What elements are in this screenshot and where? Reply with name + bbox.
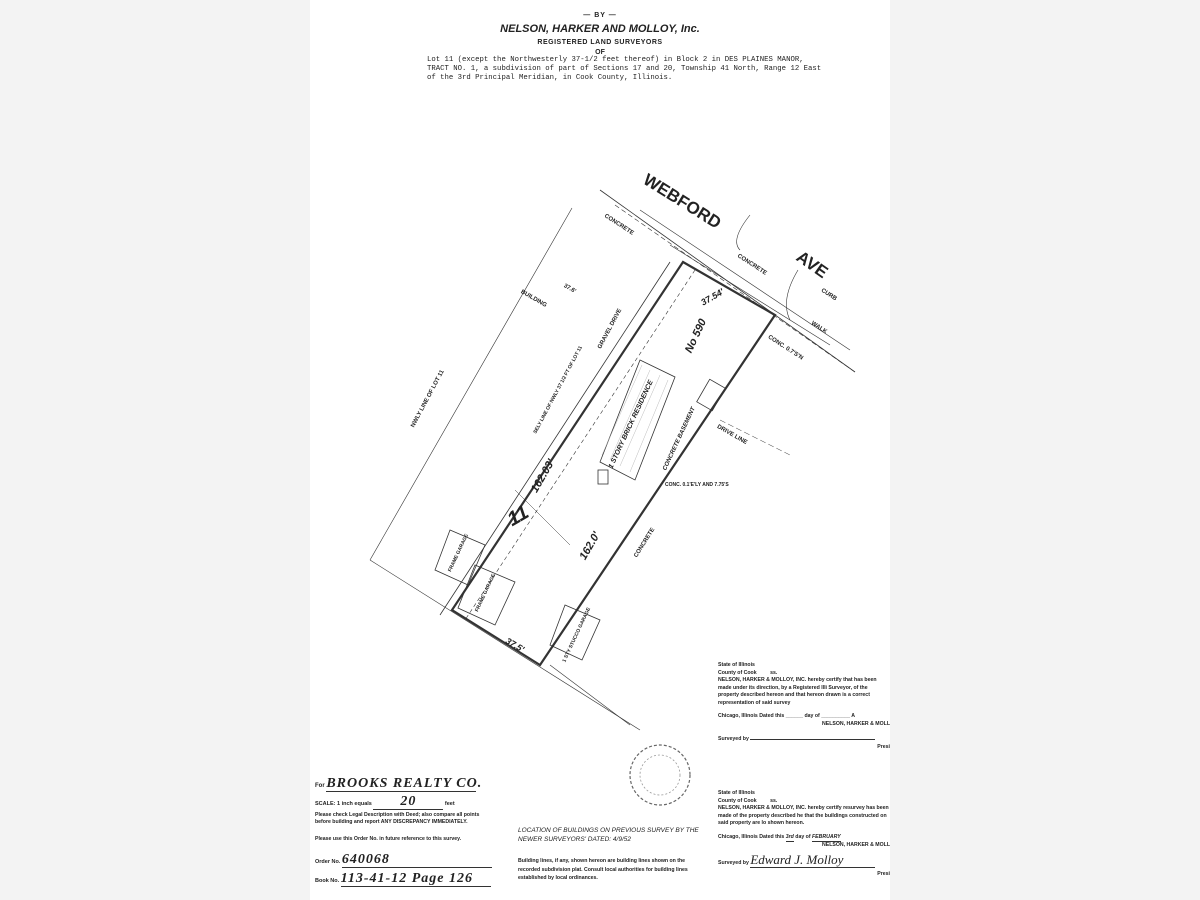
concrete-note: CONC. 0.1'E'LY AND 7.75'S [665, 482, 729, 488]
certificate-1: State of Illinois County of Cook ss. NEL… [718, 662, 890, 751]
order-note: Please use this Order No. in future refe… [315, 836, 462, 842]
firm-name: NELSON, HARKER AND MOLLOY, Inc. [500, 23, 700, 35]
firm-subtitle: REGISTERED LAND SURVEYORS [537, 39, 663, 46]
cert-2-surveyed-by: Surveyed by [718, 859, 749, 866]
cert-1-surveyed-by: Surveyed by [718, 736, 749, 742]
certificate-2: State of Illinois County of Cook ss. NEL… [718, 790, 890, 878]
plat-drawing [369, 189, 856, 806]
survey-document: — BY — NELSON, HARKER AND MOLLOY, Inc. R… [310, 0, 890, 900]
cert-1-firm: NELSON, HARKER & MOLL [821, 720, 890, 727]
scale-unit: feet [444, 801, 455, 807]
by-line: — BY — [583, 12, 617, 19]
order-label: Order No. [315, 859, 341, 865]
scale-label: SCALE: 1 inch equals [315, 801, 372, 807]
cert-1-state: State of Illinois [718, 662, 755, 668]
cert-2-county: County of Cook [718, 797, 757, 804]
scale-row: SCALE: 1 inch equals 20 feet [315, 794, 500, 810]
order-value: 640068 [341, 852, 492, 868]
for-value: BROOKS REALTY CO. [326, 776, 483, 792]
cert-1-ss: ss. [770, 669, 778, 676]
for-label: For [315, 783, 325, 789]
cert-2-state: State of Illinois [718, 790, 755, 796]
discrepancy-notice: Please check Legal Description with Deed… [315, 812, 480, 825]
cert-2-dated: Chicago, Illinois Dated this [718, 833, 785, 840]
cert-1-text: NELSON, HARKER & MOLLOY, INC. hereby cer… [718, 677, 877, 706]
previous-survey-note: LOCATION OF BUILDINGS ON PREVIOUS SURVEY… [518, 827, 699, 843]
book-label: Book No. [315, 878, 340, 884]
cert-2-day: 3rd [785, 834, 794, 842]
cert-2-ss: ss. [770, 797, 778, 804]
book-value: 113-41-12 Page 126 [340, 871, 491, 887]
scale-value: 20 [373, 794, 444, 810]
signature: Edward J. Molloy [750, 852, 876, 868]
order-row: Order No. 640068 [315, 852, 492, 868]
for-row: For BROOKS REALTY CO. [315, 776, 500, 792]
of-line: OF [595, 49, 605, 56]
cert-1-dated: Chicago, Illinois Dated this ______ day … [718, 713, 856, 719]
cert-2-month: FEBRUARY [812, 834, 841, 842]
cert-2-day-of: day of [795, 833, 811, 840]
building-lines-note: Building lines, if any, shown hereon are… [518, 858, 688, 881]
legal-description: Lot 11 (except the Northwesterly 37-1/2 … [427, 56, 822, 82]
cert-2-firm: NELSON, HARKER & MOLL [821, 842, 890, 848]
cert-2-text: NELSON, HARKER & MOLLOY, INC. hereby cer… [718, 805, 889, 826]
cert-1-county: County of Cook [718, 669, 757, 676]
cert-2-president: Presi [877, 870, 890, 877]
book-row: Book No. 113-41-12 Page 126 [315, 871, 491, 887]
cert-1-president: Presi [877, 743, 890, 750]
